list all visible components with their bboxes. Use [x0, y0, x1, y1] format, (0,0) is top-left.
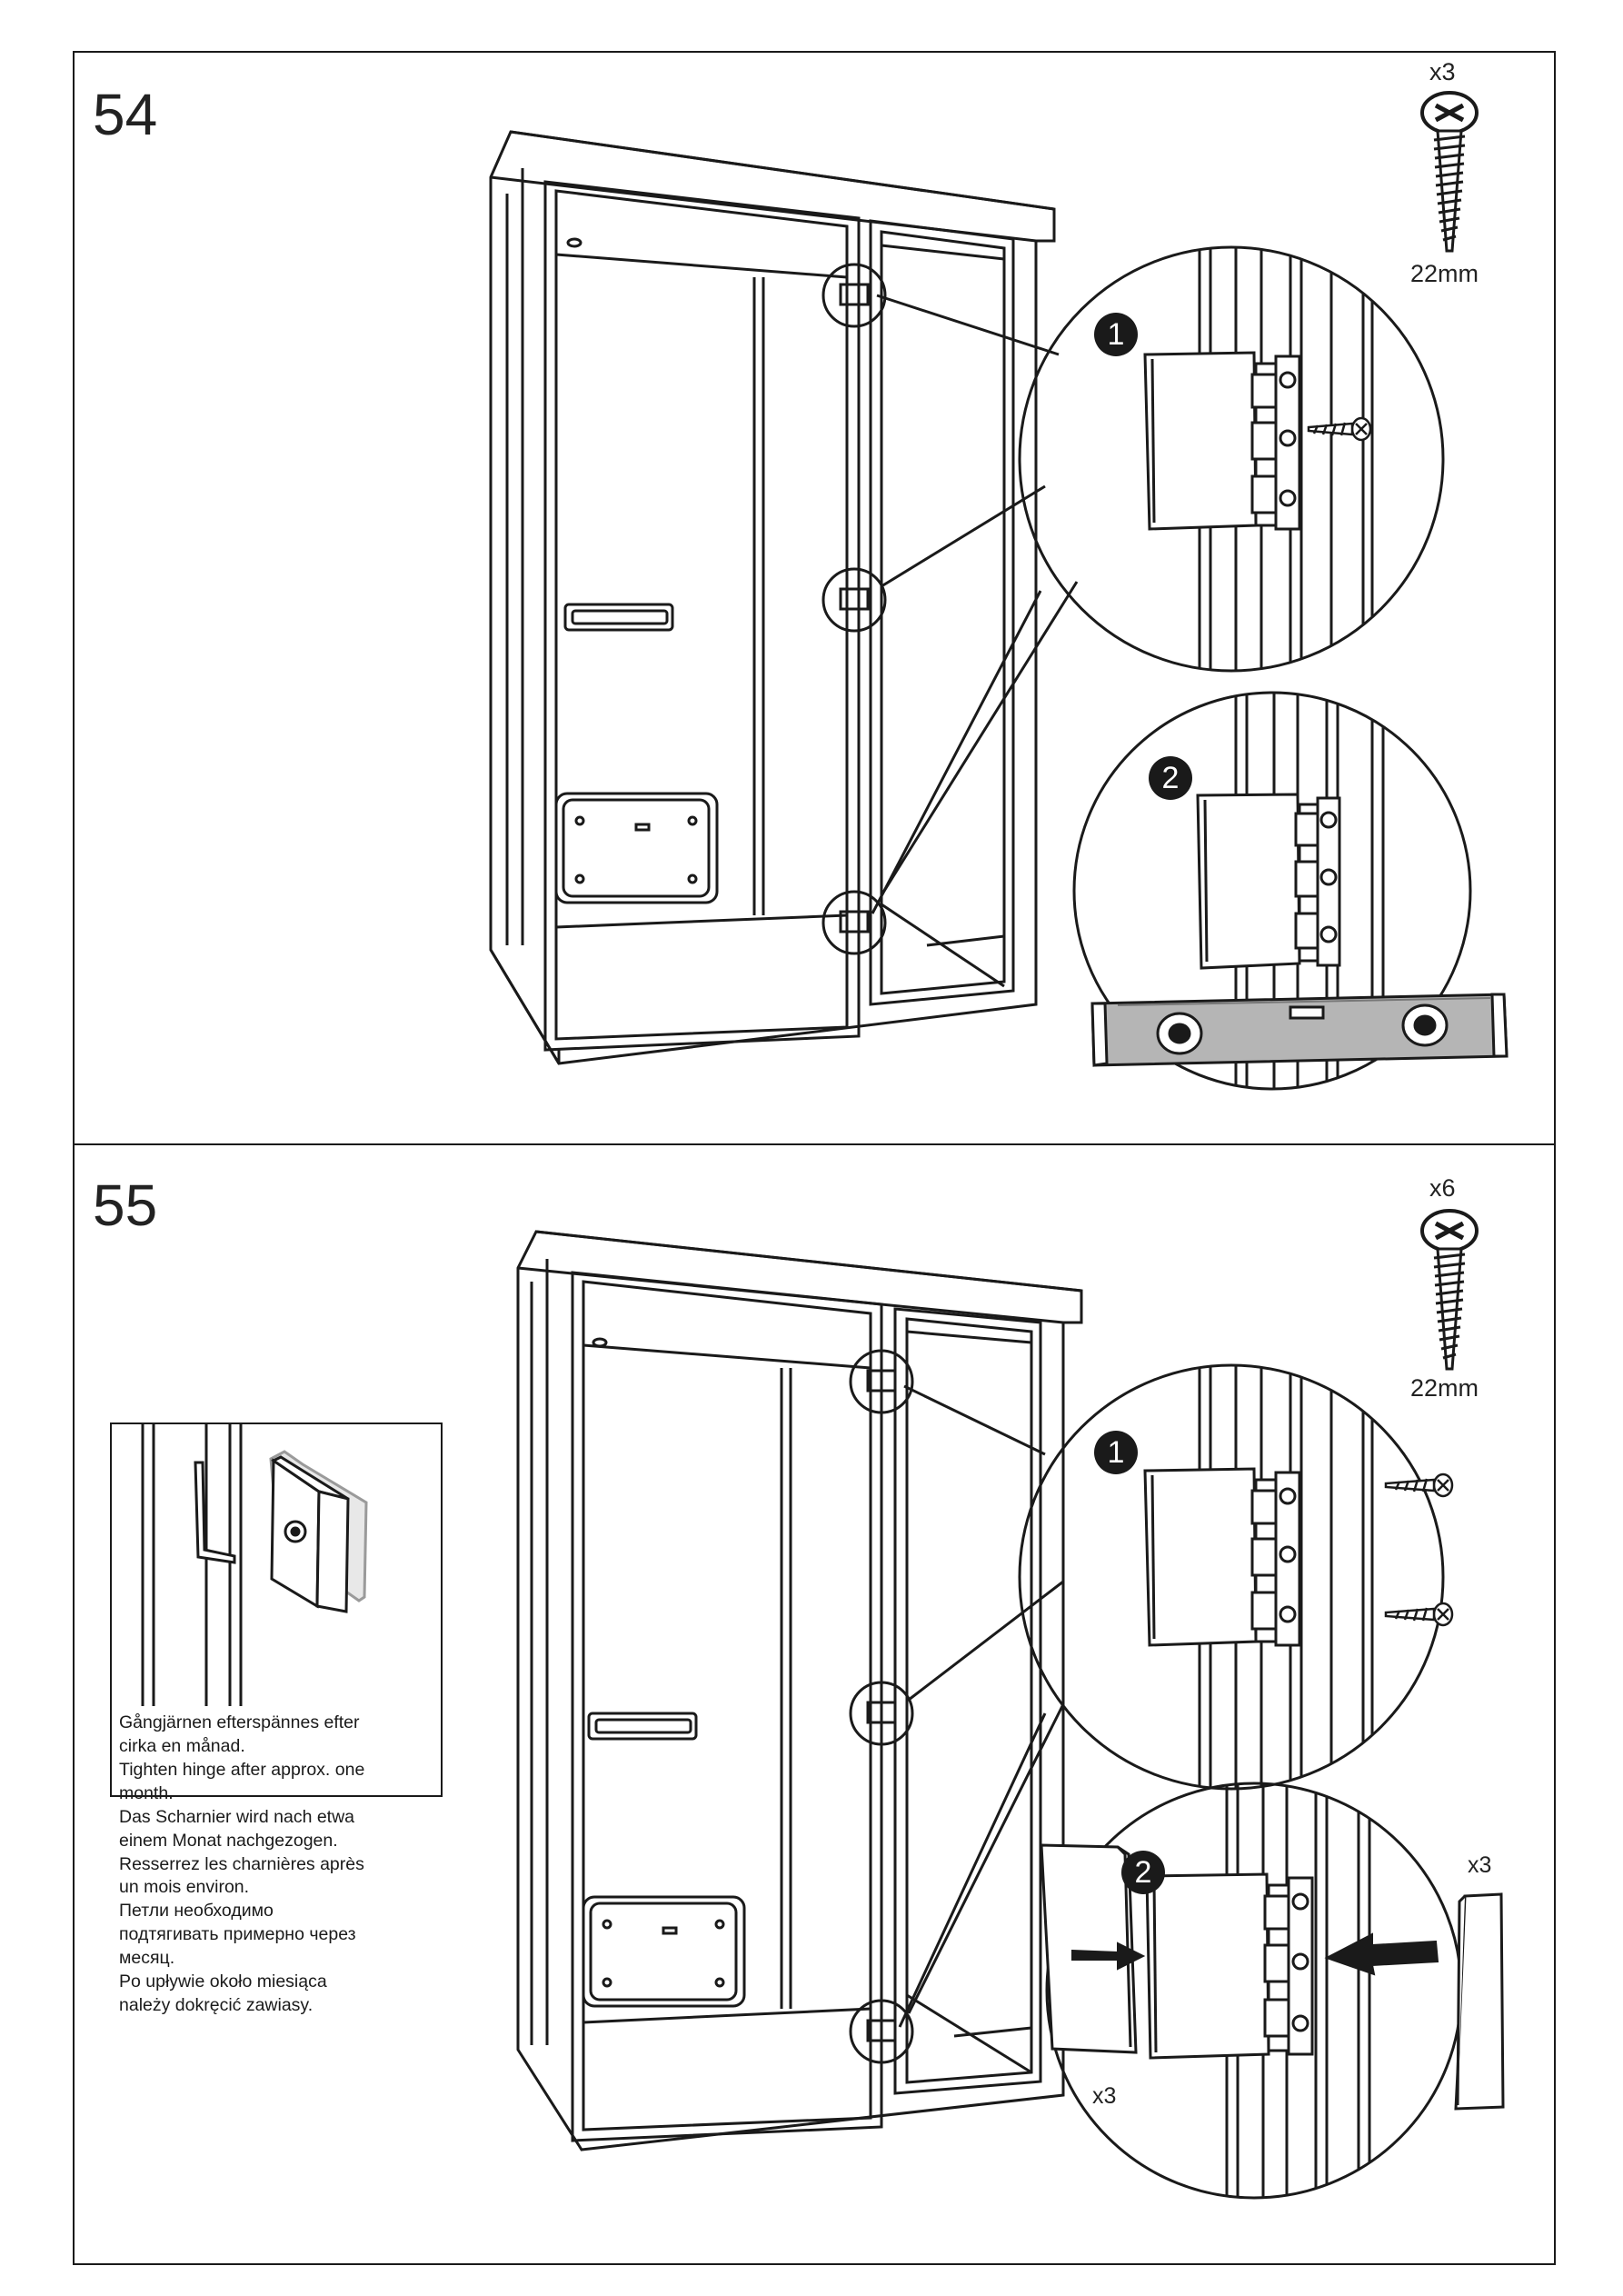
- hinge-cover-piece: [1454, 1892, 1505, 2111]
- screw-size-55: 22mm: [1410, 1374, 1479, 1402]
- screw-quantity-55: x6: [1429, 1174, 1456, 1202]
- note-line: Tighten hinge after approx. one: [119, 1759, 365, 1780]
- note-line: cirka en månad.: [119, 1735, 245, 1756]
- screw-size-54: 22mm: [1410, 260, 1479, 287]
- step-number-54: 54: [93, 82, 158, 147]
- note-line: Po upływie około miesiąca: [119, 1972, 327, 1992]
- booth-illustration-55: [516, 1230, 1083, 2151]
- screw-quantity-54: x3: [1429, 58, 1456, 85]
- note-line: месяц.: [119, 1948, 175, 1969]
- hinge-detail-covers-55: [1040, 1782, 1463, 2200]
- step-number-55: 55: [93, 1173, 158, 1238]
- note-line: einem Monat nachgezogen.: [119, 1830, 338, 1851]
- callout-badge-2-55: 2: [1121, 1851, 1165, 1894]
- note-line: Das Scharnier wird nach etwa: [119, 1806, 355, 1827]
- spirit-level-tool: [1090, 993, 1508, 1067]
- page-frame: [73, 51, 1556, 2265]
- step-divider: [73, 1143, 1556, 1145]
- allen-key-inset-illustration: [141, 1424, 368, 1706]
- screw-icon: [1420, 1209, 1479, 1371]
- hinge-detail-level-54: [1072, 691, 1472, 1091]
- callout-badge-1-54: 1: [1094, 313, 1138, 356]
- screw-icon: [1420, 91, 1479, 253]
- cover-quantity-right: x3: [1468, 1852, 1492, 1878]
- hinge-detail-screws-55: [1018, 1363, 1454, 1791]
- callout-badge-2-54: 2: [1149, 756, 1192, 800]
- hinge-detail-screw-54: [1018, 245, 1445, 673]
- note-line: Resserrez les charnières après: [119, 1853, 364, 1874]
- note-line: Gångjärnen efterspännes efter: [119, 1712, 360, 1732]
- note-line: Петли необходимо: [119, 1901, 274, 1922]
- note-line: подтягивать примерно через: [119, 1924, 356, 1945]
- note-line: un mois environ.: [119, 1877, 250, 1898]
- note-line: month.: [119, 1782, 174, 1803]
- hinge-tightening-note-text: Gångjärnen efterspännes efter cirka en m…: [119, 1712, 437, 2018]
- booth-illustration-54: [489, 130, 1079, 1065]
- note-line: należy dokręcić zawiasy.: [119, 1995, 314, 2016]
- cover-quantity-left: x3: [1092, 2083, 1117, 2109]
- callout-badge-1-55: 1: [1094, 1431, 1138, 1474]
